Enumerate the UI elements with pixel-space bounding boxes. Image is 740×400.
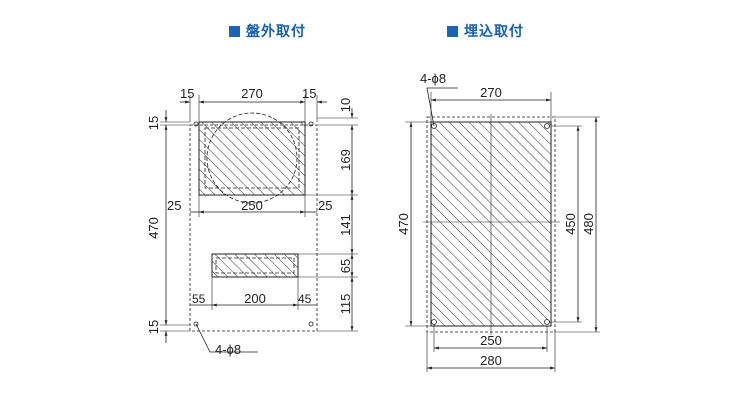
heading-square-icon bbox=[229, 25, 240, 37]
flush-mount-drawing bbox=[405, 87, 600, 372]
panel-hole-label: 4-ϕ8 bbox=[215, 342, 241, 357]
fan-circle bbox=[206, 112, 298, 204]
lower-inner-box bbox=[215, 257, 295, 274]
dim-flush-right-450: 450 bbox=[563, 213, 578, 235]
dim-right-115: 115 bbox=[338, 294, 353, 315]
dim-left-470: 470 bbox=[146, 217, 161, 239]
dim-mid-25-right: 25 bbox=[318, 198, 332, 213]
dim-flush-top-270: 270 bbox=[480, 85, 502, 100]
dim-right-169: 169 bbox=[338, 149, 353, 171]
dim-top-left-15: 15 bbox=[180, 86, 194, 101]
dim-flush-bottom-250: 250 bbox=[480, 333, 502, 348]
dim-right-10: 10 bbox=[338, 98, 353, 112]
dim-low-55: 55 bbox=[192, 292, 206, 306]
panel-outline bbox=[189, 124, 318, 332]
mount-hole bbox=[431, 319, 437, 325]
mount-hole bbox=[193, 121, 199, 127]
mount-hole bbox=[308, 121, 314, 127]
panel-mount-drawing bbox=[160, 95, 358, 353]
flush-mount-title: 埋込取付 bbox=[464, 23, 524, 39]
mount-hole bbox=[308, 321, 314, 327]
fan-inner-box bbox=[204, 127, 300, 189]
dim-left-15-bottom: 15 bbox=[146, 320, 161, 334]
panel-mount-heading: 盤外取付 bbox=[229, 21, 306, 41]
dim-top-270: 270 bbox=[241, 86, 263, 101]
dim-left-15-top: 15 bbox=[146, 116, 161, 130]
panel-mount-title: 盤外取付 bbox=[246, 23, 306, 39]
heading-square-icon bbox=[447, 25, 458, 37]
mount-hole bbox=[544, 123, 550, 129]
lower-cutout bbox=[211, 253, 299, 278]
mount-hole bbox=[544, 319, 550, 325]
dim-mid-25-left: 25 bbox=[167, 198, 181, 213]
dim-flush-right-480: 480 bbox=[581, 213, 596, 235]
flush-mount-heading: 埋込取付 bbox=[447, 21, 524, 41]
dim-top-right-15: 15 bbox=[302, 86, 316, 101]
flush-hole-label: 4-ϕ8 bbox=[420, 71, 446, 86]
dim-low-45: 45 bbox=[298, 292, 312, 306]
dim-right-141: 141 bbox=[338, 214, 353, 236]
dim-mid-250: 250 bbox=[241, 198, 263, 213]
dim-flush-left-470: 470 bbox=[396, 213, 411, 235]
upper-cutout bbox=[198, 121, 306, 196]
dim-right-65: 65 bbox=[338, 259, 353, 273]
mount-hole bbox=[193, 321, 199, 327]
dim-low-200: 200 bbox=[244, 291, 266, 306]
dim-flush-bottom-280: 280 bbox=[480, 353, 502, 368]
